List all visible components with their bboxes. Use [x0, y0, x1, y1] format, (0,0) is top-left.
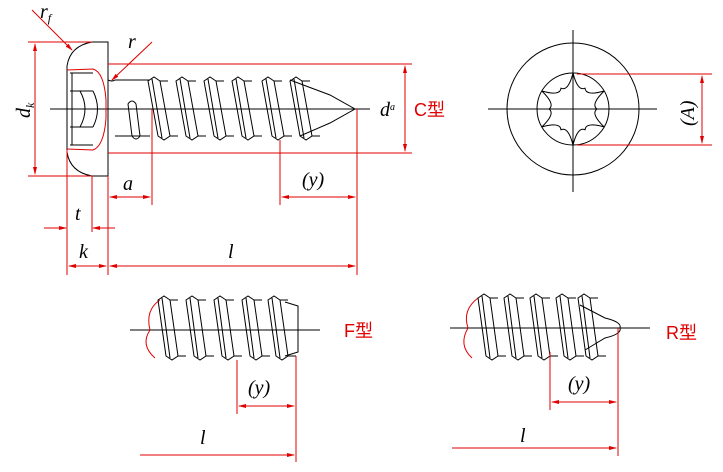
label-rf: rf — [40, 1, 53, 25]
thread-crest — [289, 76, 320, 141]
label-y: (y) — [568, 373, 591, 395]
break-line — [463, 297, 479, 359]
label-A: (A) — [677, 100, 699, 126]
thread-crest — [267, 295, 296, 361]
label-t: t — [75, 203, 81, 225]
main-view: rf r dk da C型 a (y) t k l — [13, 1, 445, 275]
hexalobular-recess — [541, 72, 605, 146]
thread-crest — [529, 293, 558, 361]
thread-crest — [577, 293, 606, 361]
thread-crest — [555, 293, 584, 361]
type-label-c: C型 — [414, 100, 445, 120]
thread-crest — [157, 295, 186, 361]
thread-crest — [147, 76, 178, 141]
label-l: l — [200, 427, 206, 449]
thread-runout — [127, 100, 141, 140]
recess-outline — [70, 72, 98, 146]
type-label-r: R型 — [666, 323, 697, 343]
thread-crest — [477, 293, 506, 361]
recess-section — [66, 68, 107, 151]
thread-crest — [203, 76, 234, 141]
head-circle — [506, 42, 640, 176]
thread-crest — [213, 295, 242, 361]
label-y: (y) — [302, 169, 325, 191]
threads — [477, 293, 606, 361]
label-r: r — [128, 31, 136, 53]
thread-crest — [261, 76, 292, 141]
label-da: da — [380, 99, 395, 121]
thread-crest — [503, 293, 532, 361]
thread-crest — [185, 295, 214, 361]
threads — [157, 295, 296, 361]
thread-crest — [175, 76, 206, 141]
label-l: l — [520, 425, 526, 447]
leader-r — [111, 41, 153, 81]
label-k: k — [79, 241, 89, 263]
break-line — [145, 299, 161, 359]
f-end — [284, 301, 299, 357]
label-y: (y) — [248, 377, 271, 399]
leader-rf — [31, 9, 73, 51]
end-view: (A) — [488, 30, 712, 192]
thread-crest — [241, 295, 270, 361]
label-a: a — [123, 173, 133, 195]
r-type-view: (y) l R型 — [450, 293, 697, 456]
label-dk: dk — [13, 102, 37, 118]
threads — [147, 76, 320, 141]
r-end — [579, 304, 621, 351]
f-type-view: (y) l F型 — [130, 295, 373, 462]
type-label-f: F型 — [344, 321, 373, 341]
thread-crest — [231, 76, 262, 141]
shank — [107, 79, 357, 137]
label-l: l — [228, 241, 234, 263]
